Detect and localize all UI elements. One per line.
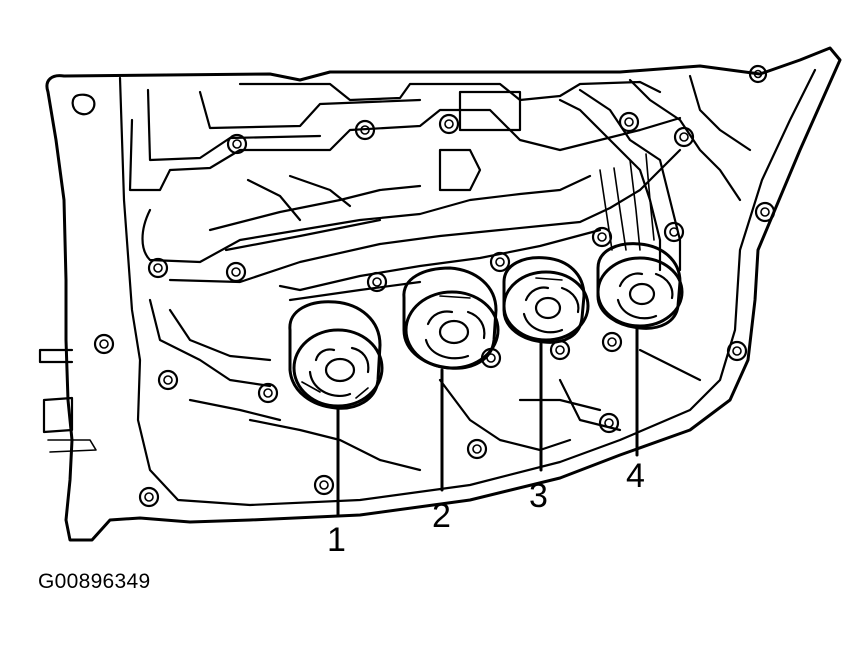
bolt-icon bbox=[226, 133, 248, 155]
callout-label-2: 2 bbox=[432, 497, 451, 535]
callout-label-1: 1 bbox=[327, 521, 346, 559]
bolt-icon bbox=[354, 119, 376, 141]
bolt-icon bbox=[673, 126, 695, 148]
solenoid-1 bbox=[288, 300, 384, 410]
bolt-icon bbox=[549, 339, 571, 361]
bolt-icon bbox=[138, 486, 160, 508]
bolt-icon bbox=[601, 331, 623, 353]
bolt-icon bbox=[618, 111, 640, 133]
solenoid-3 bbox=[502, 256, 590, 344]
bolt-icon bbox=[663, 221, 685, 243]
solenoid-2 bbox=[402, 266, 500, 370]
bolt-icon bbox=[438, 113, 460, 135]
callout-label-3: 3 bbox=[529, 477, 548, 515]
callout-label-4: 4 bbox=[626, 457, 645, 495]
bolt-icon bbox=[313, 474, 335, 496]
bolt-icon bbox=[466, 438, 488, 460]
solenoid-4 bbox=[596, 242, 684, 330]
bolt-icon bbox=[147, 257, 169, 279]
bolts bbox=[93, 64, 776, 508]
bolt-icon bbox=[225, 261, 247, 283]
bolt-icon bbox=[157, 369, 179, 391]
valve-body-passages bbox=[128, 74, 752, 472]
bolt-icon bbox=[598, 412, 620, 434]
bolt-icon bbox=[257, 382, 279, 404]
bolt-icon bbox=[591, 226, 613, 248]
transmission-case bbox=[38, 46, 842, 542]
bolt-icon bbox=[93, 333, 115, 355]
bolt-icon bbox=[489, 251, 511, 273]
figure-id-label: G00896349 bbox=[38, 570, 151, 593]
leader-lines bbox=[336, 326, 639, 517]
bolt-icon bbox=[754, 201, 776, 223]
bolt-icon bbox=[748, 64, 768, 84]
bolt-icon bbox=[726, 340, 748, 362]
bolt-icon bbox=[366, 271, 388, 293]
